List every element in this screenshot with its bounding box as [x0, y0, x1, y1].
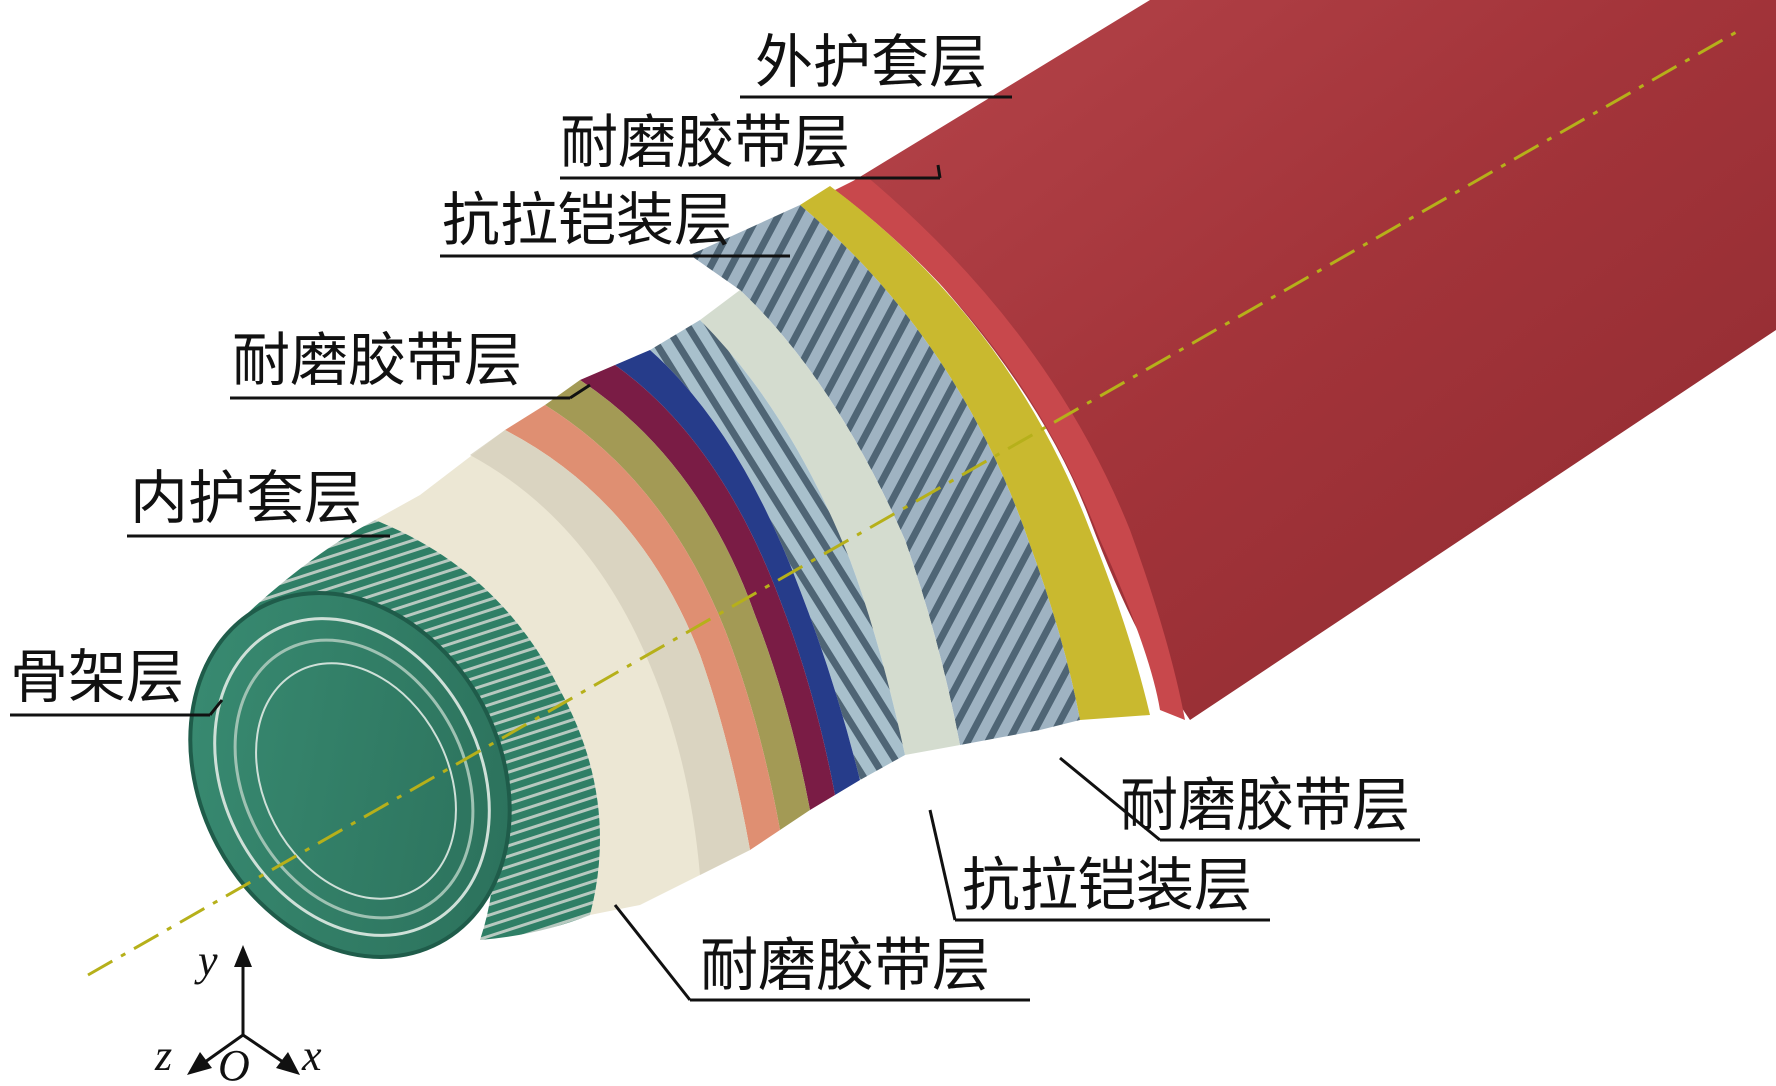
annotation-wear-tape-2: 耐磨胶带层 [230, 326, 591, 400]
coordinate-axes-indicator: y z x O [154, 936, 322, 1086]
outer-sheath-layer [845, 0, 1776, 720]
axis-label-origin: O [218, 1041, 250, 1086]
annotation-wear-tape-1: 耐磨胶带层 [613, 904, 1030, 1002]
annotation-wear-tape-3: 耐磨胶带层 [1059, 756, 1420, 842]
crimson-layer [580, 365, 835, 810]
tensile-armor-outer-layer [690, 205, 1080, 745]
axis-label-y: y [194, 936, 218, 985]
annotation-wear-tape-4: 耐磨胶带层 [560, 108, 942, 180]
salmon-layer [505, 405, 780, 850]
carcass-inner-ring [213, 617, 491, 937]
label-wear-tape-3: 耐磨胶带层 [1120, 771, 1410, 839]
wear-tape-layer-4 [800, 186, 1150, 720]
label-outer-sheath: 外护套层 [755, 28, 987, 96]
label-wear-tape-1: 耐磨胶带层 [700, 931, 990, 999]
wear-tape-layer-3 [700, 290, 960, 755]
annotation-outer-sheath: 外护套层 [740, 28, 1012, 99]
annotation-tensile-armor-inner: 抗拉铠装层 [928, 809, 1270, 922]
label-inner-sheath: 内护套层 [130, 464, 362, 532]
carcass-end-ring [188, 591, 512, 959]
carcass-inner-ring-2 [233, 638, 475, 920]
label-tensile-armor-outer: 抗拉铠装层 [442, 186, 732, 254]
outer-sheath-end-face [835, 175, 1185, 720]
axis-label-x: x [301, 1031, 322, 1080]
axis-label-z: z [154, 1031, 172, 1080]
annotation-carcass: 骨架层 [10, 643, 224, 717]
inner-sheath-layer [375, 430, 750, 915]
carcass-inner-ring-3 [255, 662, 457, 900]
annotation-tensile-armor-outer: 抗拉铠装层 [440, 186, 790, 258]
label-tensile-armor-inner: 抗拉铠装层 [962, 851, 1252, 919]
blue-layer [615, 350, 860, 795]
label-carcass: 骨架层 [10, 643, 184, 711]
annotation-inner-sheath: 内护套层 [127, 464, 390, 538]
inner-sheath-shade [470, 430, 750, 875]
wear-tape-layer-2 [545, 380, 810, 830]
label-wear-tape-2: 耐磨胶带层 [232, 326, 522, 394]
tensile-armor-inner-layer [650, 320, 905, 780]
label-wear-tape-4: 耐磨胶带层 [560, 108, 850, 176]
